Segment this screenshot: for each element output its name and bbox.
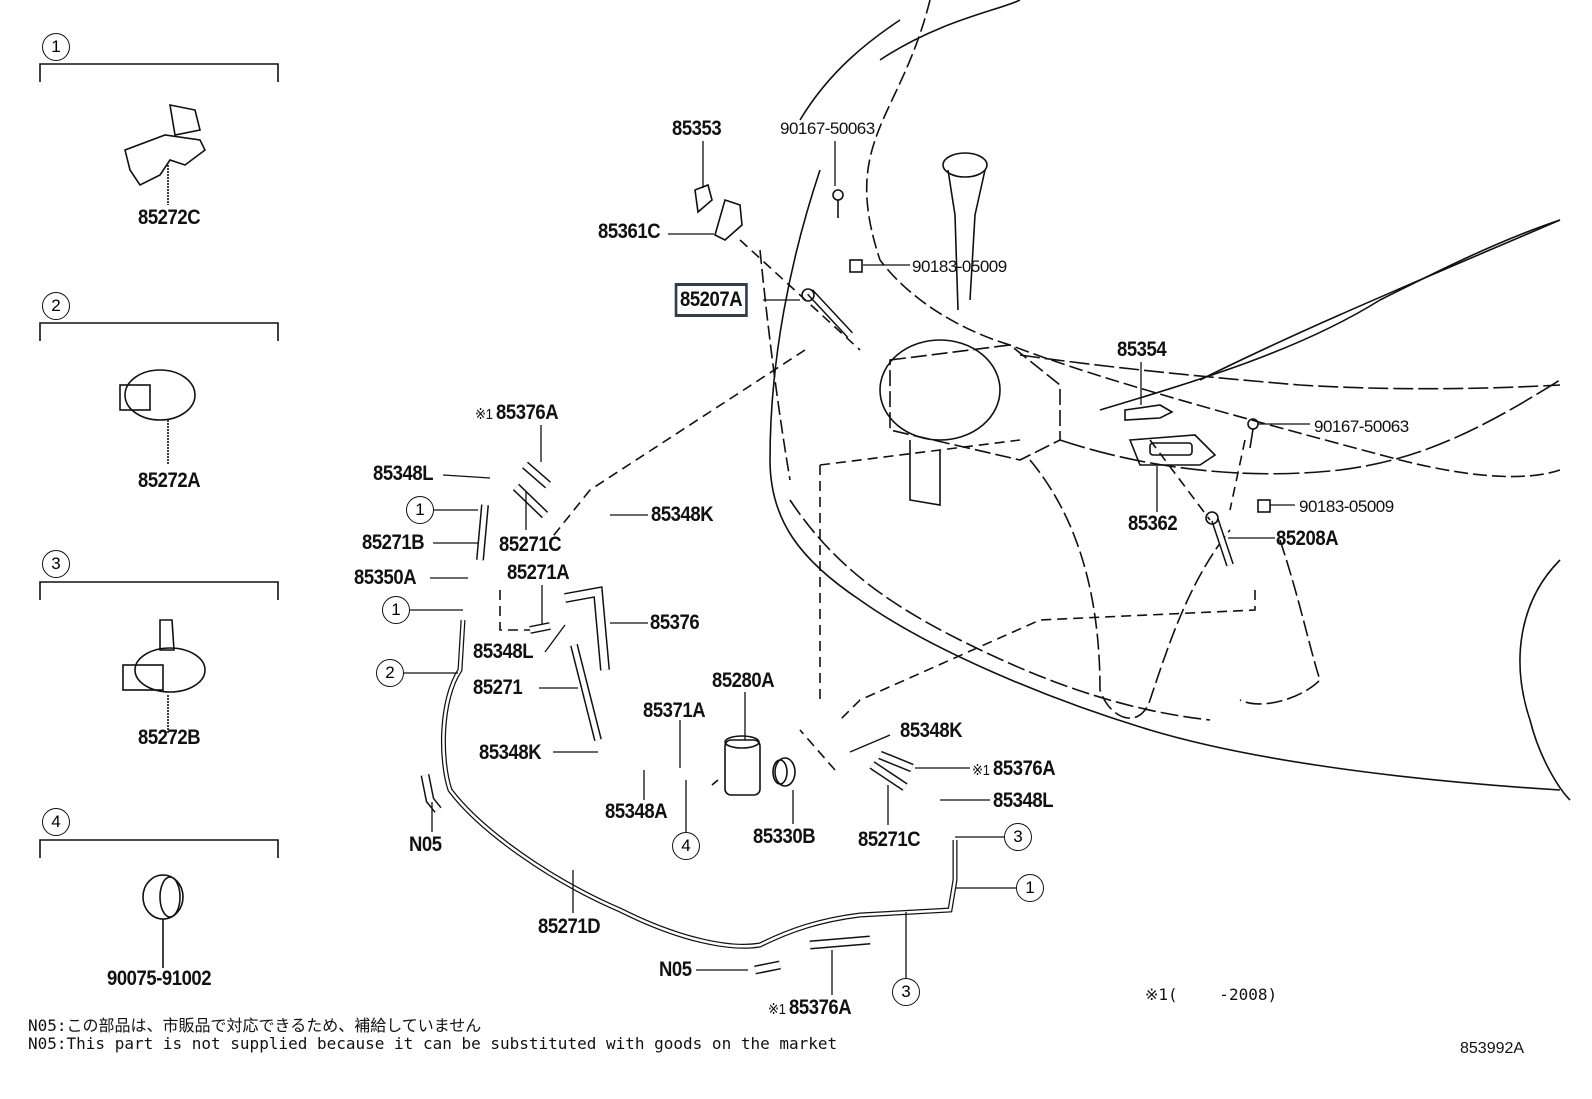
clip-ref-3-b[interactable]: 3 [892,978,920,1006]
part-label-85280A[interactable]: 85280A [712,669,775,692]
nut-90183-right-icon [1257,499,1271,513]
part-label-90183-05009-top[interactable]: 90183-05009 [912,257,1007,276]
part-label-85353[interactable]: 85353 [672,117,722,140]
nozzle-85207A-icon [801,288,853,338]
hose-85376A-right [878,750,914,773]
part-label-85371A[interactable]: 85371A [643,699,706,722]
clip-85272B-icon [122,619,206,733]
part-number: 85376A [993,757,1056,780]
part-label-85272C[interactable]: 85272C [138,206,201,229]
part-label-85271D[interactable]: 85271D [538,915,601,938]
clip-85272A-icon [119,369,196,464]
part-label-85207A-highlighted[interactable]: 85207A [674,283,748,317]
part-label-85348L-right[interactable]: 85348L [993,789,1054,812]
hose-85271A [529,622,551,634]
hose-85271C-right [869,761,908,791]
clip-ref-4[interactable]: 4 [672,832,700,860]
legend-number-4: 4 [42,808,70,836]
part-label-85348L-mid[interactable]: 85348L [473,640,534,663]
screw-90167-right-icon [1247,418,1259,449]
clamp-90075-icon [142,874,184,968]
nozzle-85208A-icon [1205,511,1234,567]
vehicle-body-outline [759,0,1571,801]
part-label-85271C-right[interactable]: 85271C [858,828,921,851]
part-label-N05-bottom[interactable]: N05 [659,958,692,981]
footnote-year-range: ※1( -2008) [1145,985,1278,1004]
legend-bracket-4 [39,839,279,858]
part-label-85348A[interactable]: 85348A [605,800,668,823]
clip-ref-1-b[interactable]: 1 [382,596,410,624]
part-label-N05-left[interactable]: N05 [409,833,442,856]
legend-bracket-2 [39,322,279,341]
part-label-85354[interactable]: 85354 [1117,338,1167,361]
cap-85353-icon [694,183,713,214]
hose-85271D [440,619,958,949]
washer-tank-icon [879,152,1061,506]
clip-ref-3-a[interactable]: 3 [1004,823,1032,851]
clip-85272C-icon [124,103,207,205]
part-label-90183-05009-right[interactable]: 90183-05009 [1299,497,1394,516]
clip-ref-1-c[interactable]: 1 [1016,874,1044,902]
part-label-85348K-top[interactable]: 85348K [651,503,714,526]
part-label-85376[interactable]: 85376 [650,611,700,634]
part-label-85361C[interactable]: 85361C [598,220,661,243]
part-label-85348K-mid[interactable]: 85348K [479,741,542,764]
footnote-mark: ※1 [768,1001,786,1018]
part-label-90167-50063-right[interactable]: 90167-50063 [1314,417,1409,436]
part-label-85271A[interactable]: 85271A [507,561,570,584]
part-number: 85376A [496,401,559,424]
assembly-dashed-lines [499,239,1256,771]
part-label-85272B[interactable]: 85272B [138,726,201,749]
part-label-90075-91002[interactable]: 90075-91002 [107,967,212,990]
grommet-85330B-icon [772,757,796,787]
part-label-85330B[interactable]: 85330B [753,825,816,848]
hose-N05-bottom [754,960,781,975]
pad-85354-icon [1124,404,1174,421]
legend-number-1: 1 [42,33,70,61]
legend-number-2: 2 [42,292,70,320]
hose-85271 [570,644,602,741]
washer-pump-85280A-icon [711,735,761,796]
part-label-85272A[interactable]: 85272A [138,469,201,492]
cover-85362-icon [1128,434,1217,466]
clip-ref-1-a[interactable]: 1 [406,496,434,524]
hose-N05-left [420,774,442,813]
part-label-85362[interactable]: 85362 [1128,512,1178,535]
part-label-85348K-right[interactable]: 85348K [900,719,963,742]
part-label-85271B[interactable]: 85271B [362,531,425,554]
hose-85376A-bottom [809,935,871,950]
screw-90167-top-icon [832,189,844,218]
part-label-85271[interactable]: 85271 [473,676,523,699]
legend-bracket-3 [39,581,279,600]
label-leaders [403,141,1310,995]
hose-85271C-top [512,483,549,519]
footnote-mark: ※1 [475,406,493,423]
part-label-85208A[interactable]: 85208A [1276,527,1339,550]
legend-bracket-1 [39,63,279,82]
cap-85361C-icon [714,198,743,241]
part-label-90167-50063-top[interactable]: 90167-50063 [780,119,875,138]
hose-85376 [564,586,610,671]
footnote-mark: ※1 [972,762,990,779]
hose-85271B [476,504,489,561]
note-n05-japanese: N05:この部品は、市販品で対応できるため、補給していません [28,1016,482,1035]
diagram-id: 853992A [1460,1040,1525,1057]
hose-85376A-top [522,461,551,489]
part-label-85348L-top[interactable]: 85348L [373,462,434,485]
clip-ref-2[interactable]: 2 [376,659,404,687]
part-label-85271C-top[interactable]: 85271C [499,533,562,556]
legend-number-3: 3 [42,550,70,578]
part-label-85350A[interactable]: 85350A [354,566,417,589]
part-number: 85376A [789,996,852,1019]
note-n05-english: N05:This part is not supplied because it… [28,1034,838,1053]
nut-90183-top-icon [849,259,863,273]
